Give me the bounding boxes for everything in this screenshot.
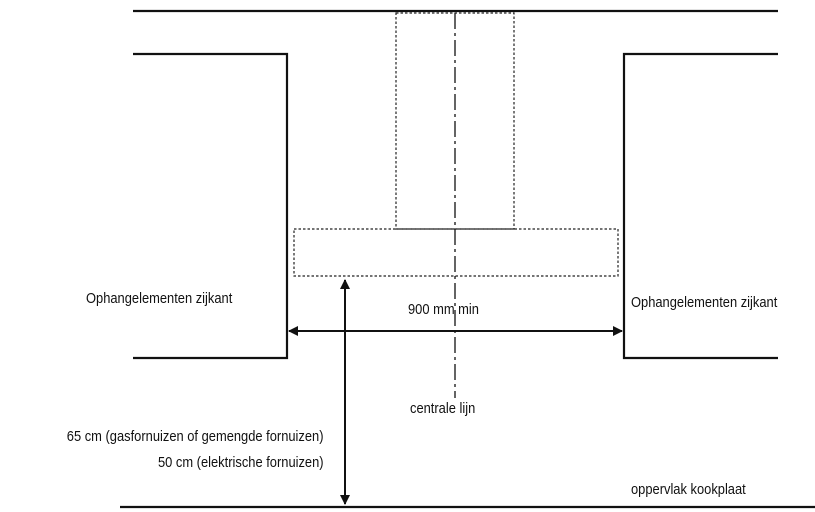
right-cabinet-label: Ophangelementen zijkant	[631, 294, 778, 311]
hood-canopy	[293, 228, 619, 277]
left-wall-cabinet	[133, 52, 289, 360]
height-electric-label: 50 cm (elektrische fornuizen)	[158, 454, 324, 471]
center-line-label: centrale lijn	[410, 400, 476, 417]
hob-surface-label: oppervlak kookplaat	[631, 481, 746, 498]
right-wall-cabinet	[622, 52, 778, 360]
height-gas-label: 65 cm (gasfornuizen of gemengde fornuize…	[67, 428, 324, 445]
width-dimension-label: 900 mm min	[408, 301, 479, 318]
left-cabinet-label: Ophangelementen zijkant	[86, 290, 233, 307]
